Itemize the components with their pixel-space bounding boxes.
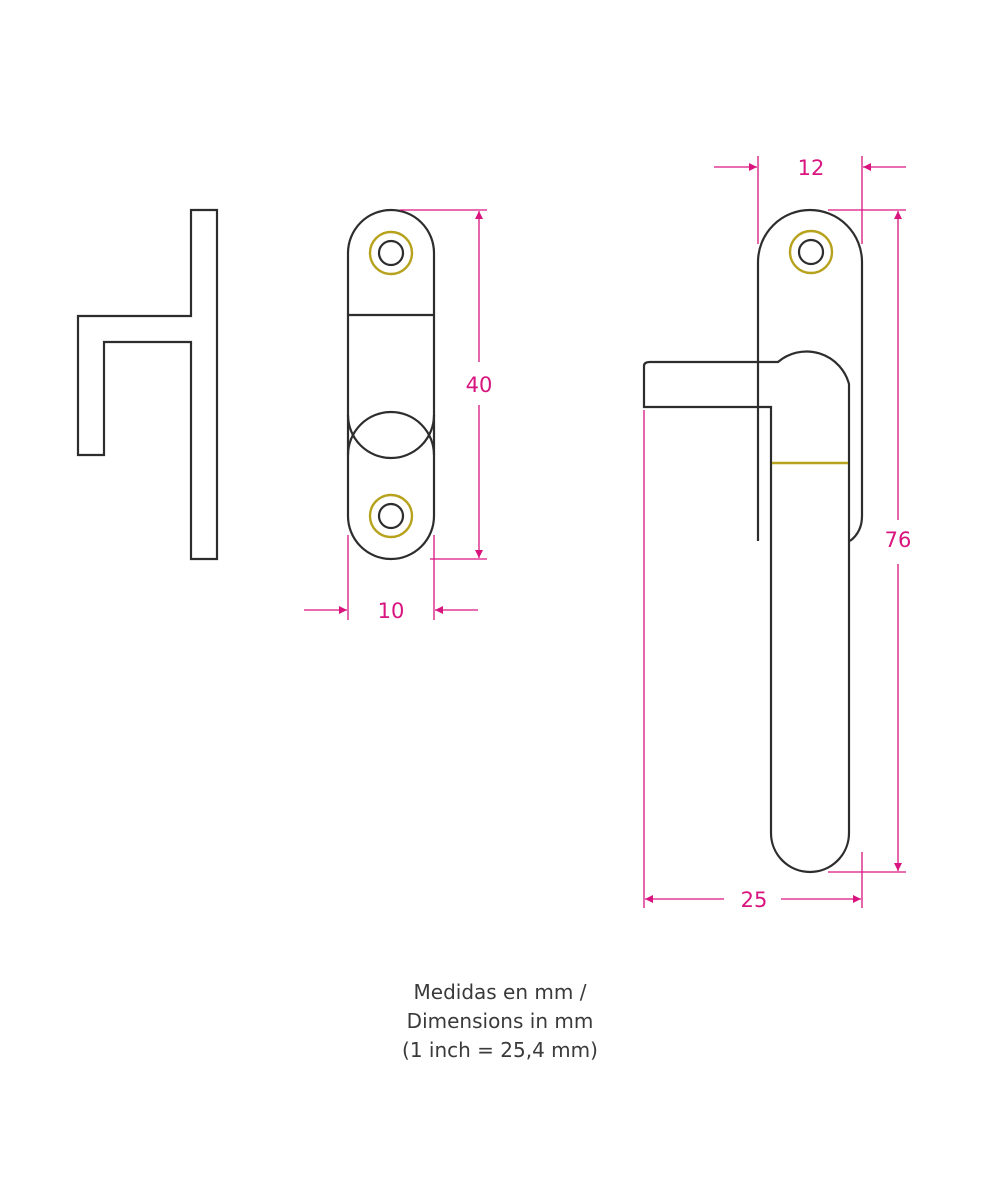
units-note-line-1: Medidas en mm / [413, 980, 587, 1004]
handle-screw-hole [797, 238, 825, 266]
dimension-label-76: 76 [885, 528, 912, 552]
rosette-front-view [346, 208, 436, 561]
screw-hole-ring-top [368, 230, 414, 276]
handle-dimensions: 12 76 25 [643, 156, 912, 912]
units-note: Medidas en mm / Dimensions in mm (1 inch… [300, 978, 700, 1065]
rosette-lower-curve [346, 410, 436, 456]
handle-lever-outline [642, 350, 851, 874]
screw-hole-bottom [377, 502, 405, 530]
dimension-label-10: 10 [378, 599, 405, 623]
rosette-spindle-cutout [346, 414, 436, 460]
dimension-label-25: 25 [741, 888, 768, 912]
handle-front-view [642, 208, 864, 874]
dimension-label-12: 12 [798, 156, 825, 180]
side-profile-view [76, 208, 219, 561]
units-note-line-2: Dimensions in mm [406, 1009, 594, 1033]
dimension-label-40: 40 [466, 373, 493, 397]
units-note-line-3: (1 inch = 25,4 mm) [402, 1038, 598, 1062]
rosette-dimensions: 40 10 [304, 209, 493, 623]
handle-rosette-outline [756, 208, 864, 542]
screw-hole-ring-bottom [368, 493, 414, 539]
screw-hole-top [377, 239, 405, 267]
handle-screw-ring [788, 229, 834, 275]
side-profile-outline [76, 208, 219, 561]
rosette-outline [346, 208, 436, 561]
